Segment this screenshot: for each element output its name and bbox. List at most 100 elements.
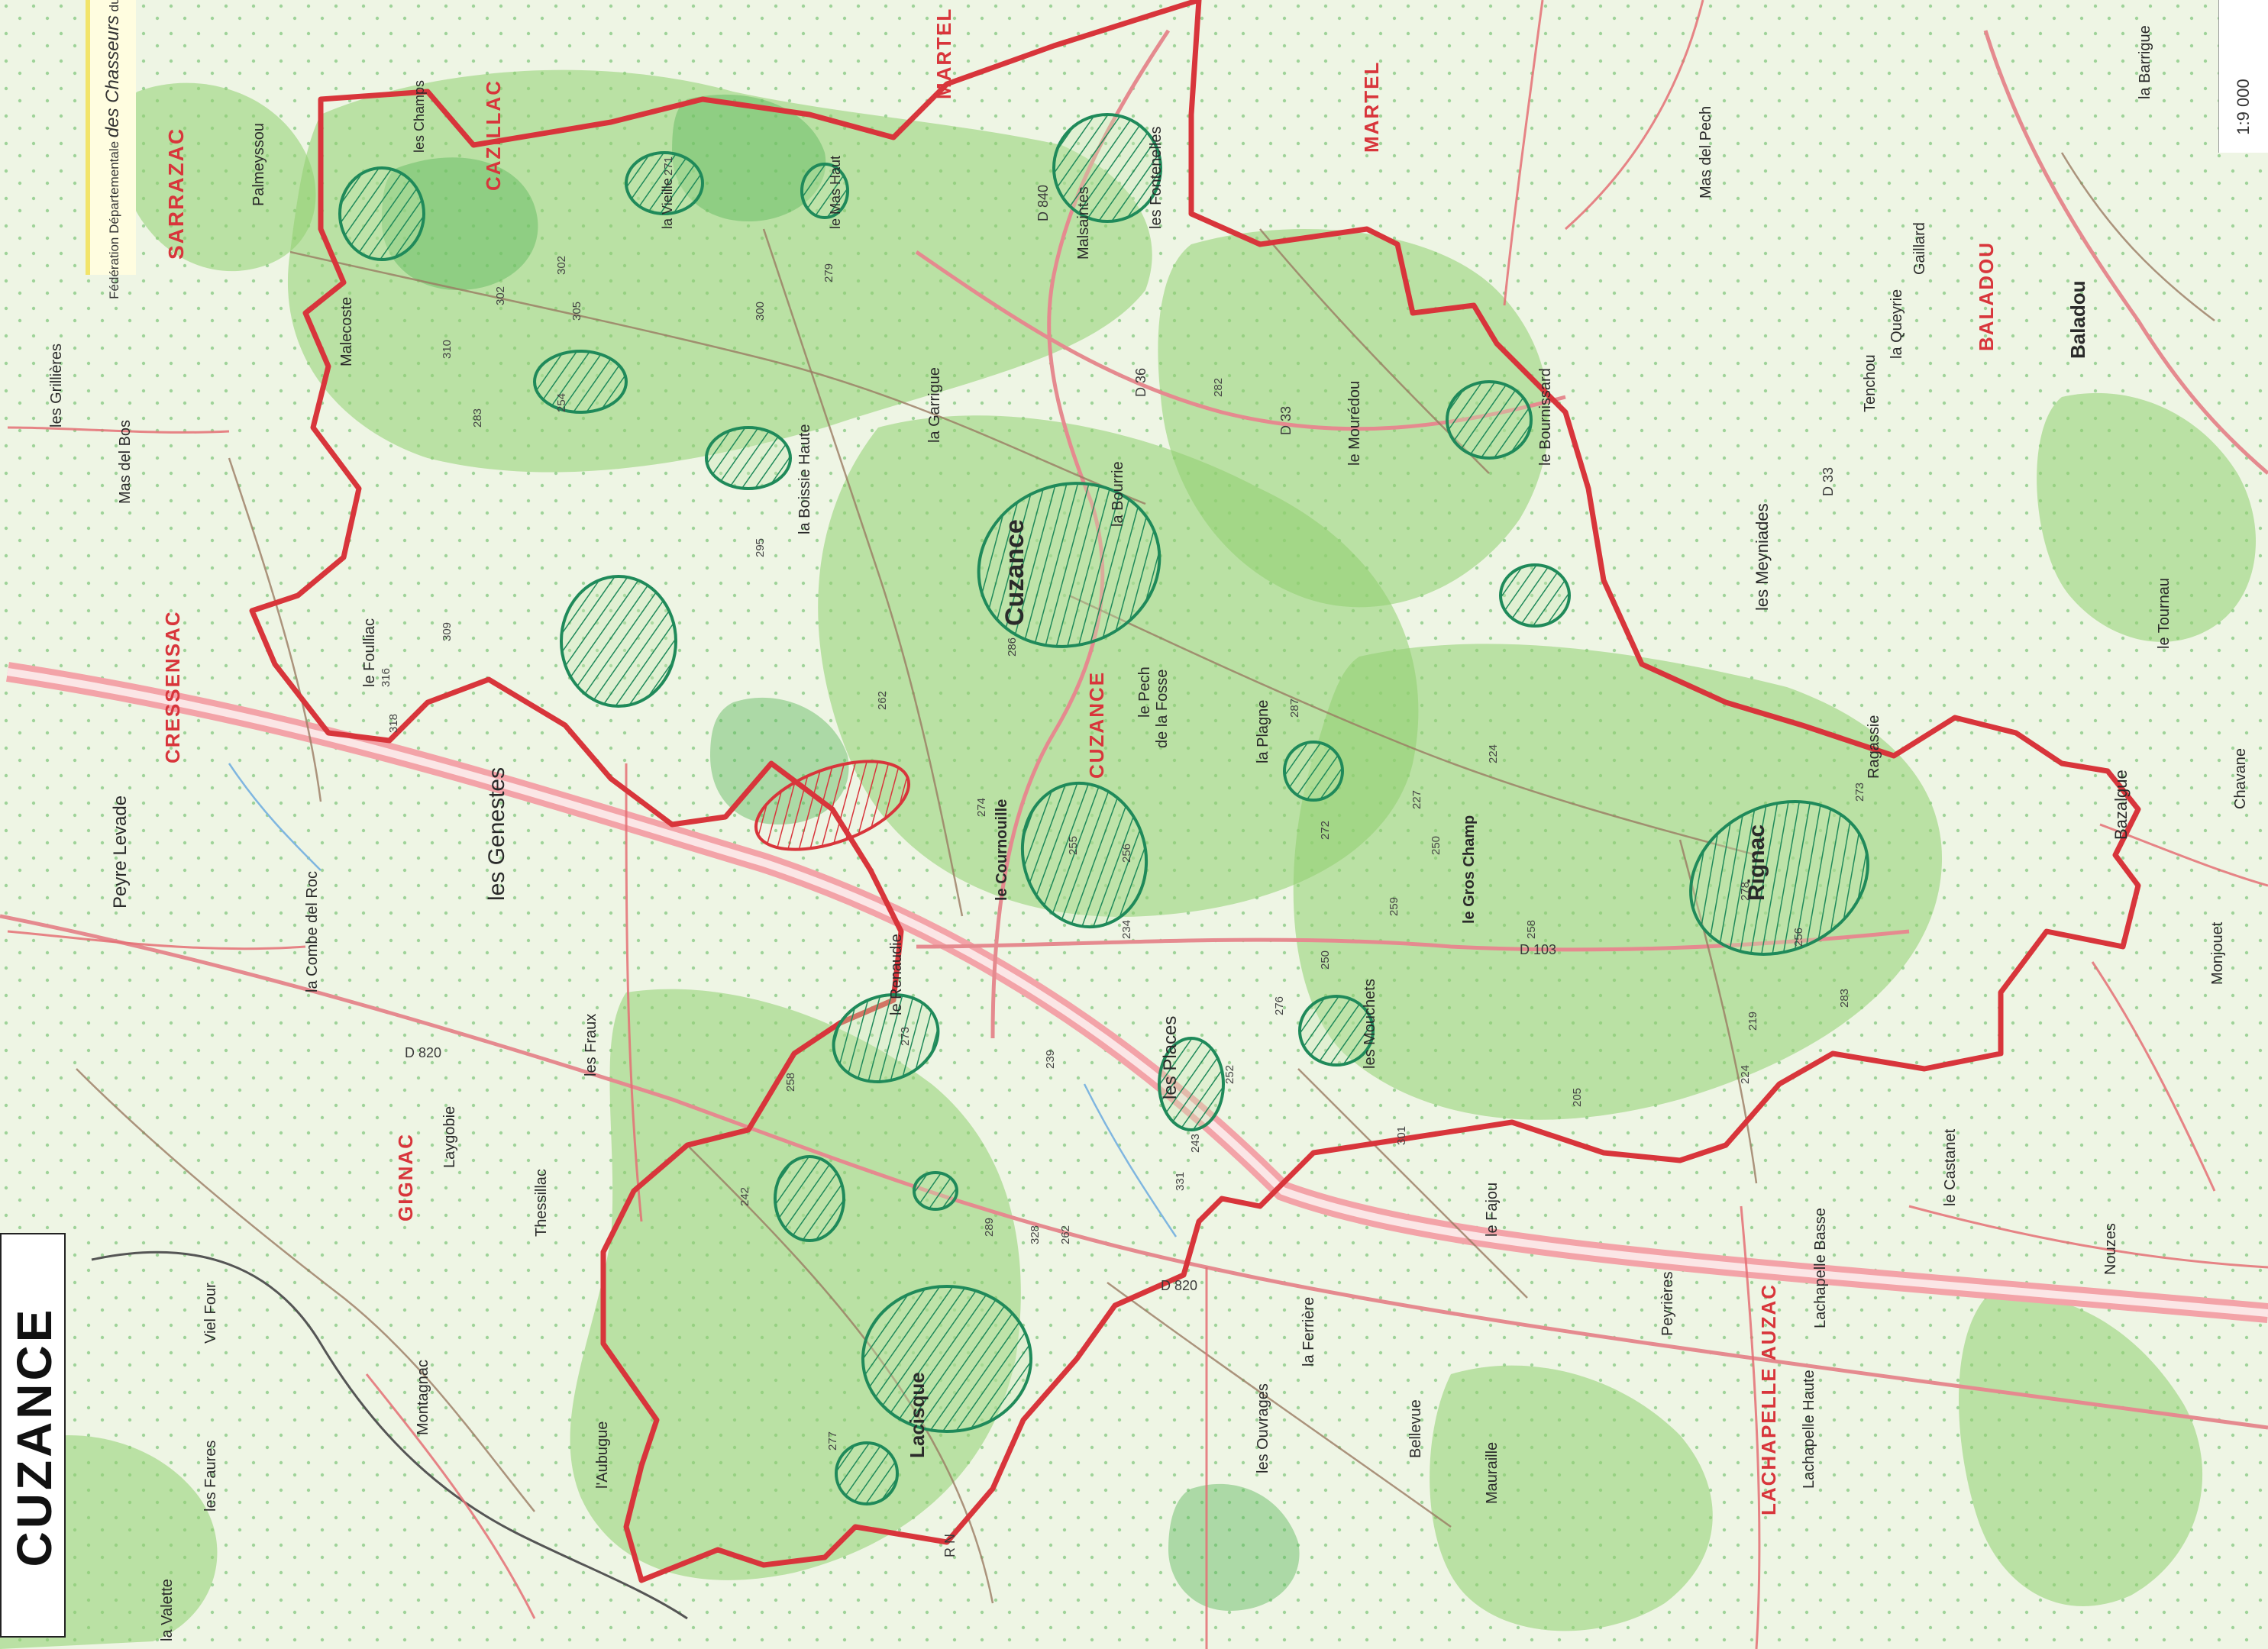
zone-mourdy: [1298, 995, 1375, 1067]
motorway: [6, 662, 2268, 1323]
zone-meleme: [533, 350, 628, 414]
place-ferriere: la Ferrière: [1300, 1297, 1317, 1367]
zone-plagne: [1283, 741, 1344, 802]
zone-lepuy: [913, 1171, 958, 1211]
place-laubugue: l'Aubugue: [594, 1421, 611, 1489]
place-grillieres: les Grillières: [48, 344, 65, 428]
place-peyre-levade: Peyre Levade: [110, 795, 131, 908]
commune-martel-2: MARTEL: [1360, 61, 1383, 153]
place-fraux: les Fraux: [583, 1014, 599, 1076]
place-laygobie: Laygobie: [441, 1106, 458, 1168]
neighbour-boundaries: [7, 0, 2268, 1649]
altitude-label: 274: [975, 798, 988, 817]
commune-lachapelle: LACHAPELLE AUZAC: [1757, 1283, 1780, 1515]
place-nouzes: Nouzes: [2102, 1223, 2119, 1275]
road-d820a: D 820: [405, 1045, 441, 1060]
place-queyrie: la Queyrie: [1888, 289, 1905, 359]
altitude-label: 289: [983, 1218, 996, 1237]
map-title: CUZANCE: [7, 1306, 62, 1567]
zone-vieille: [625, 151, 704, 215]
road-d820b: D 820: [1161, 1278, 1197, 1293]
place-thessillac: Thessillac: [533, 1169, 550, 1237]
place-boissie: la Boissie Haute: [796, 424, 813, 534]
cuzance-commune-boundary: [249, 0, 2141, 1583]
zone-red: [754, 760, 911, 851]
altitude-label: 302: [555, 256, 568, 275]
place-castanet: le Castanet: [1942, 1128, 1959, 1206]
altitude-label: 259: [1388, 897, 1401, 916]
place-foulliac: le Foulliac: [361, 618, 378, 687]
place-faures: les Faures: [202, 1441, 219, 1512]
place-viel-four: Viel Four: [202, 1283, 219, 1344]
zone-bournissard: [1446, 380, 1533, 460]
altitude-label: 256: [1792, 928, 1805, 947]
altitude-label: 224: [1739, 1065, 1752, 1084]
altitude-label: 309: [441, 622, 454, 641]
commune-cressensac: CRESSENSAC: [161, 610, 184, 763]
altitude-label: 302: [494, 286, 507, 305]
altitude-label: 252: [1223, 1065, 1236, 1084]
altitude-label: 295: [754, 538, 767, 557]
place-bazalgue: Bazalgue: [2111, 770, 2131, 840]
altitude-label: 286: [1006, 637, 1019, 657]
place-tournau: le Tournau: [2156, 578, 2173, 649]
place-palmeyssou: Palmeyssou: [250, 123, 267, 206]
place-malsaintes: Malsaintes: [1075, 186, 1092, 260]
altitude-label: 301: [1395, 1126, 1408, 1145]
altitude-label: 250: [1430, 836, 1443, 855]
altitude-label: 305: [570, 302, 583, 321]
place-mauraille: Mauraille: [1484, 1442, 1501, 1504]
place-ouvrages: les Ouvrages: [1255, 1383, 1271, 1473]
zone-rignac: [1689, 800, 1869, 956]
altitude-label: 279: [822, 263, 835, 282]
place-chavane: Chavane: [2232, 748, 2249, 809]
altitude-label: 273: [1853, 783, 1866, 802]
place-lachapelle-basse: Lachapelle Basse: [1812, 1208, 1829, 1328]
place-fajou: le Fajou: [1484, 1183, 1501, 1237]
altitude-label: 234: [1120, 920, 1133, 939]
place-lachapelle-haute: Lachapelle Haute: [1801, 1370, 1817, 1489]
map-scale: 1:9 000: [2234, 79, 2253, 135]
place-bellevue: Bellevue: [1407, 1399, 1424, 1458]
altitude-label: 205: [1571, 1088, 1584, 1107]
altitude-label: 273: [899, 1027, 912, 1046]
place-les-places: les Places: [1160, 1016, 1181, 1099]
road-labels: D 840 D 33 D 33 D 103 D 820 D 820 D 36 R…: [405, 185, 1836, 1557]
altitude-labels: 3102833022542793183163092712623002862742…: [380, 157, 1866, 1451]
place-la-bourrie: la Bourrie: [1110, 461, 1126, 527]
altitude-label: 283: [1838, 989, 1851, 1008]
streams: [228, 763, 1178, 1238]
place-bournissard: le Bournissard: [1537, 368, 1554, 466]
place-tenchou: Tenchou: [1862, 354, 1879, 412]
altitude-label: 277: [826, 1431, 839, 1451]
altitude-label: 331: [1174, 1172, 1187, 1191]
road-d33b: D 33: [1821, 467, 1836, 496]
place-lacisque: Lacisque: [906, 1372, 929, 1458]
place-gros-champ: le Gros Champ: [1461, 815, 1478, 924]
altitude-label: 316: [380, 668, 393, 687]
place-mas-haut: le Mas Haut: [828, 156, 843, 229]
commune-baladou: BALADOU: [1975, 241, 1998, 351]
altitude-label: 258: [784, 1073, 797, 1092]
commune-sarrazac: SARRAZAC: [164, 127, 188, 260]
publisher-text: Fédération Départementale des Chasseurs …: [102, 0, 123, 299]
place-mouchets: les Mouchets: [1362, 979, 1378, 1069]
place-la-fosse: de la Fosse: [1154, 670, 1171, 748]
altitude-label: 310: [441, 340, 454, 359]
altitude-label: 300: [754, 302, 767, 321]
scale-box: 1:9 000: [2218, 0, 2268, 153]
railway: [91, 1250, 688, 1620]
zone-coran: [774, 1155, 845, 1242]
zone-lacisque: [861, 1285, 1032, 1433]
place-ragassie: Ragassie: [1866, 715, 1882, 779]
road-d103: D 103: [1520, 942, 1556, 957]
altitude-label: 283: [471, 408, 484, 428]
altitude-label: 227: [1410, 790, 1423, 809]
place-cournouille: le Cournouille: [993, 799, 1010, 901]
altitude-label: 262: [1059, 1225, 1072, 1244]
altitude-label: 224: [1487, 744, 1500, 763]
altitude-label: 243: [1189, 1134, 1202, 1153]
altitude-label: 258: [1525, 920, 1538, 939]
place-le-pech: le Pech: [1136, 666, 1153, 718]
